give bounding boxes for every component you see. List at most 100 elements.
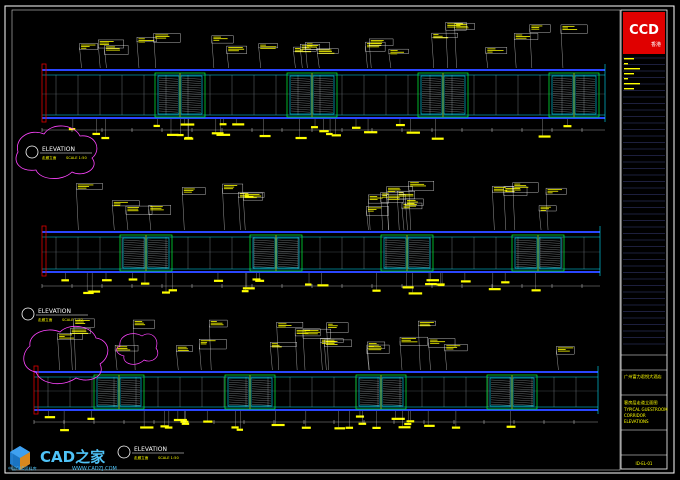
- leader-line: [324, 343, 327, 371]
- tag-box: [366, 206, 389, 216]
- annotation-tag: [388, 48, 409, 69]
- door-hatch: [290, 95, 311, 97]
- door-hatch: [158, 104, 179, 106]
- tag-box: [556, 346, 575, 355]
- leader-line: [326, 326, 329, 371]
- door-bay: [417, 72, 469, 118]
- door-leaf: [276, 237, 300, 269]
- door-hatch: [382, 382, 403, 384]
- door-hatch: [552, 88, 573, 91]
- door-hatch: [515, 261, 537, 264]
- annotation-text-block: [161, 291, 170, 294]
- door-hatch: [313, 102, 334, 104]
- annotation-text-block: [140, 426, 154, 429]
- tag-box: [386, 186, 413, 192]
- door-hatch: [120, 386, 141, 388]
- door-hatch: [228, 379, 249, 382]
- door-hatch: [228, 399, 249, 402]
- annotation-text-block: [311, 126, 318, 129]
- tag-box: [388, 48, 409, 54]
- door-hatch: [515, 239, 537, 242]
- door-hatch: [515, 266, 537, 268]
- door-leaf: [383, 237, 407, 269]
- leader-line: [431, 37, 434, 69]
- elevation-marker-circle: [117, 445, 131, 459]
- door-hatch: [120, 397, 141, 399]
- door-hatch: [277, 253, 299, 255]
- leader-line: [367, 345, 370, 371]
- door-hatch: [490, 397, 511, 399]
- annotation-tag: [538, 205, 557, 231]
- annotation-tag: [302, 328, 331, 371]
- leader-line: [73, 322, 76, 371]
- door-hatch: [147, 239, 169, 242]
- elevation-cn-label: 走廊立面: [134, 455, 149, 460]
- elevation-label-2: ELEVATION 走廊立面 SCALE 1:50: [21, 307, 88, 322]
- door-hatch: [253, 246, 275, 248]
- door-hatch: [382, 401, 403, 404]
- door-hatch: [253, 259, 275, 262]
- annotation-text-block: [358, 422, 367, 425]
- annotation-tag: [222, 183, 244, 231]
- door-hatch: [539, 250, 561, 253]
- annotation-tag: [211, 35, 234, 69]
- door-hatch: [290, 84, 311, 86]
- leader-line: [368, 198, 371, 231]
- tag-box: [545, 187, 567, 195]
- leader-line: [182, 191, 185, 231]
- leader-line: [445, 26, 448, 69]
- cadzj-logo-icon: [10, 446, 30, 470]
- door-hatch: [421, 97, 442, 100]
- annotation-text-block: [88, 290, 101, 293]
- door-hatch: [382, 395, 403, 397]
- tag-box: [294, 328, 321, 337]
- door-hatch: [123, 255, 145, 257]
- door-leaf: [122, 237, 146, 269]
- door-hatch: [251, 382, 272, 384]
- door-hatch: [97, 388, 118, 391]
- annotation-text-block: [236, 428, 244, 431]
- annotation-text-block: [83, 291, 94, 295]
- annotation-tag: [399, 336, 428, 371]
- ccd-logo-text: CCD: [629, 23, 659, 38]
- annotation-text-block: [404, 422, 412, 426]
- door-bay: [286, 72, 338, 118]
- door-bay: [119, 234, 173, 272]
- door-hatch: [552, 110, 573, 113]
- door-hatch: [490, 395, 511, 397]
- annotation-tag: [153, 33, 181, 69]
- door-hatch: [539, 257, 561, 259]
- leader-line: [104, 49, 107, 69]
- leader-line: [405, 202, 408, 231]
- door-hatch: [290, 97, 311, 100]
- door-hatch: [228, 382, 249, 384]
- annotation-text-block: [168, 289, 178, 292]
- door-hatch: [277, 242, 299, 244]
- door-hatch: [147, 264, 169, 266]
- door-hatch: [575, 99, 596, 102]
- door-hatch: [123, 257, 145, 259]
- door-hatch: [382, 393, 403, 395]
- annotation-text-block: [426, 279, 439, 282]
- annotation-tag: [326, 322, 349, 371]
- elevation-marker-circle: [21, 307, 35, 321]
- door-hatch: [147, 255, 169, 257]
- door-hatch: [277, 239, 299, 242]
- drawing-title-cn: 客房层走道立面图: [624, 399, 658, 406]
- door-hatch: [539, 255, 561, 257]
- door-hatch: [158, 82, 179, 84]
- door-hatch: [123, 264, 145, 266]
- annotation-text-block: [372, 426, 381, 430]
- door-hatch: [513, 399, 534, 402]
- door-hatch: [251, 384, 272, 386]
- door-hatch: [228, 404, 249, 406]
- door-hatch: [97, 395, 118, 397]
- door-hatch: [228, 393, 249, 395]
- door-hatch: [384, 239, 406, 242]
- door-hatch: [359, 384, 380, 386]
- annotation-text-block: [160, 425, 169, 428]
- door-hatch: [515, 255, 537, 257]
- door-hatch: [444, 104, 465, 106]
- annotation-tag: [305, 42, 330, 69]
- door-hatch: [359, 397, 380, 399]
